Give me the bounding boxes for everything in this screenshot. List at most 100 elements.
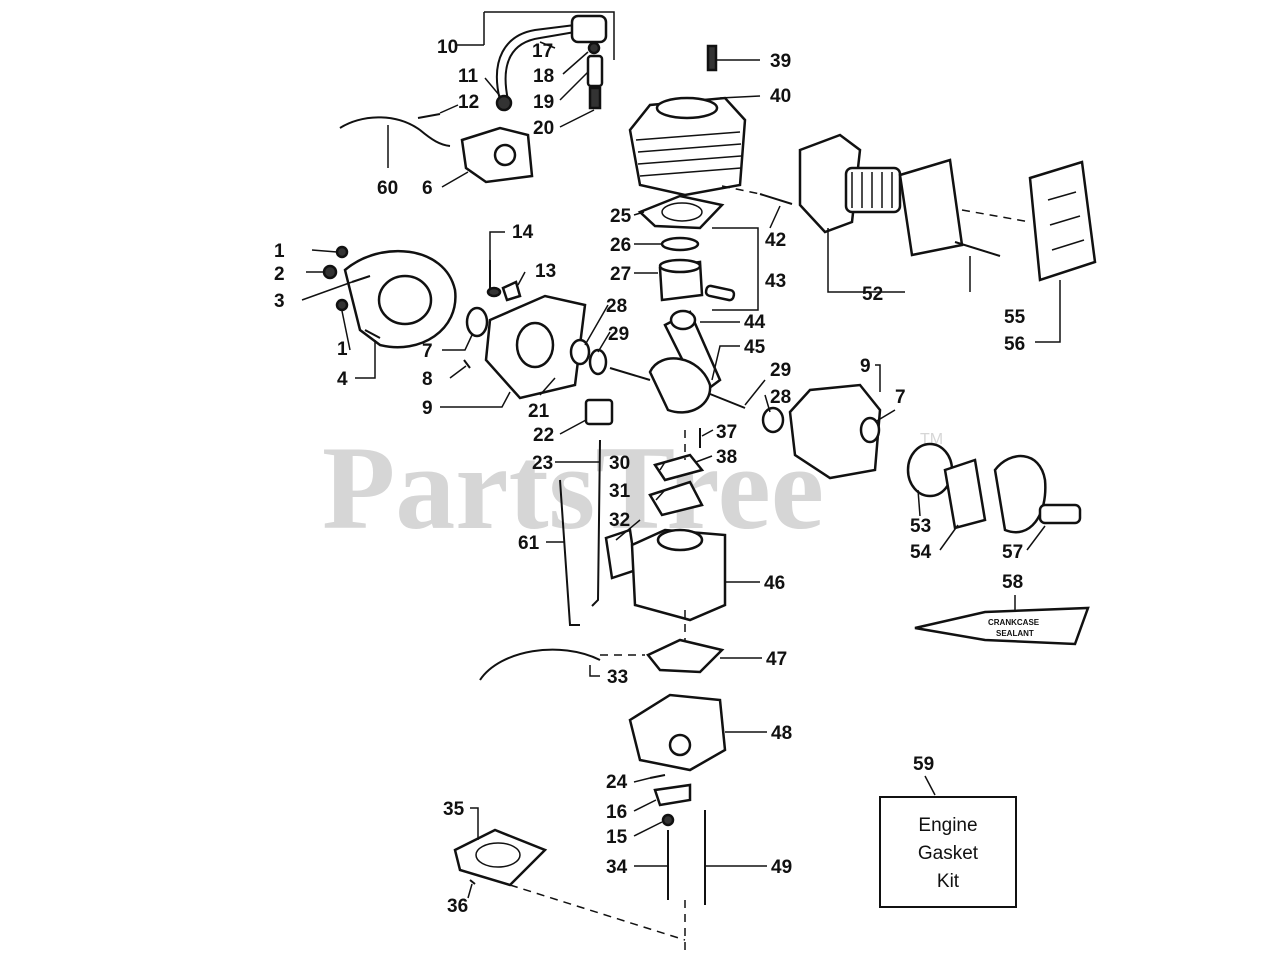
screw-39 xyxy=(706,44,718,72)
callout-36: 36 xyxy=(447,896,468,917)
part-24 xyxy=(649,774,666,779)
gasket-kit-line1: Engine xyxy=(918,815,977,836)
callout-61: 61 xyxy=(518,533,540,554)
callout-15: 15 xyxy=(606,827,628,848)
part-16 xyxy=(653,783,692,807)
crankcase-half-right xyxy=(788,383,882,480)
callout-37: 37 xyxy=(716,422,737,443)
callout-43: 43 xyxy=(765,271,786,292)
gasket-kit-line2: Gasket xyxy=(918,843,979,864)
callout-56: 56 xyxy=(1004,334,1025,355)
gasket-35 xyxy=(453,828,548,887)
air-filter-element xyxy=(898,158,964,257)
callout-57: 57 xyxy=(1002,542,1023,563)
gasket-kit-frame xyxy=(879,796,1017,908)
fuel-tank-46 xyxy=(630,528,727,622)
callout-4: 4 xyxy=(337,369,348,390)
gasket-25 xyxy=(637,194,725,230)
callout-25: 25 xyxy=(610,206,632,227)
watermark-text: PartsTree xyxy=(322,421,824,554)
callout-55: 55 xyxy=(1004,307,1026,328)
stud-42 xyxy=(759,193,793,205)
carburetor-48 xyxy=(628,693,727,772)
leader-lines xyxy=(301,41,1061,899)
callout-28: 28 xyxy=(606,296,627,317)
piston-ring-26 xyxy=(660,236,700,252)
gasket-47 xyxy=(646,638,725,674)
washer-2 xyxy=(322,264,338,280)
ignition-wire xyxy=(495,24,576,101)
sealant-tube-58 xyxy=(914,606,1090,646)
terminal-11 xyxy=(495,94,513,112)
screw-12 xyxy=(417,113,441,119)
callout-30: 30 xyxy=(609,453,630,474)
callout-13: 13 xyxy=(535,261,556,282)
spark-plug-19 xyxy=(586,54,604,88)
callouts: 10 17 11 18 19 20 12 60 6 39 40 25 26 42… xyxy=(274,37,1026,917)
callout-6: 6 xyxy=(422,178,433,199)
callout-27: 27 xyxy=(610,264,631,285)
callout-53: 53 xyxy=(910,516,931,537)
spark-plug-base xyxy=(588,86,602,110)
bearing-28 xyxy=(569,338,591,366)
callout-9b: 9 xyxy=(860,356,871,377)
gasket-kit-line3: Kit xyxy=(937,871,960,892)
callout-19: 19 xyxy=(533,92,554,113)
callout-29b: 29 xyxy=(770,360,791,381)
callout-47: 47 xyxy=(766,649,787,670)
callout-18: 18 xyxy=(533,66,554,87)
callout-bracket-10 xyxy=(484,11,615,60)
spark-plug-boot xyxy=(570,14,608,44)
callout-42: 42 xyxy=(765,230,786,251)
callout-11: 11 xyxy=(458,66,479,87)
callout-46: 46 xyxy=(764,573,785,594)
callout-59: 59 xyxy=(913,754,934,775)
callout-23: 23 xyxy=(532,453,553,474)
callout-17: 17 xyxy=(532,41,553,62)
callout-49: 49 xyxy=(771,857,792,878)
fuel-line-33 xyxy=(479,648,601,681)
callout-7b: 7 xyxy=(895,387,906,408)
callout-24: 24 xyxy=(606,772,628,793)
clutch-54 xyxy=(943,458,987,530)
bearing-28b xyxy=(761,406,785,434)
callout-32: 32 xyxy=(609,510,630,531)
nut-1 xyxy=(335,245,349,259)
callout-9: 9 xyxy=(422,398,433,419)
callout-54: 54 xyxy=(910,542,932,563)
callout-31: 31 xyxy=(609,481,631,502)
nut-1b xyxy=(335,298,349,312)
plate-30 xyxy=(653,453,705,482)
screw-36 xyxy=(469,879,476,885)
callout-10: 10 xyxy=(437,37,458,58)
part-15 xyxy=(661,813,675,827)
callout-28b: 28 xyxy=(770,387,791,408)
clutch-drum-57 xyxy=(993,454,1047,534)
ground-wire-60 xyxy=(339,116,451,147)
callout-58: 58 xyxy=(1002,572,1023,593)
callout-20: 20 xyxy=(533,118,554,139)
stud-4 xyxy=(364,329,381,339)
callout-1b: 1 xyxy=(337,339,348,360)
callout-14: 14 xyxy=(512,222,534,243)
callout-21: 21 xyxy=(528,401,550,422)
air-filter-screen-52 xyxy=(844,166,902,214)
block-22 xyxy=(584,398,614,426)
callout-22: 22 xyxy=(533,425,554,446)
callout-8: 8 xyxy=(422,369,433,390)
screw-14 xyxy=(486,286,502,298)
callout-48: 48 xyxy=(771,723,792,744)
callout-52: 52 xyxy=(862,284,883,305)
throttle-rod-61 xyxy=(559,479,580,626)
seal-7b xyxy=(859,416,881,444)
callout-3: 3 xyxy=(274,291,285,312)
callout-38: 38 xyxy=(716,447,737,468)
callout-2: 2 xyxy=(274,264,285,285)
parts-artwork: CRANKCASE SEALANT xyxy=(322,11,1097,950)
choke-rod-23 xyxy=(591,439,601,607)
ignition-wire-inner xyxy=(504,31,576,101)
reed-31 xyxy=(648,480,704,517)
callout-35: 35 xyxy=(443,799,465,820)
callout-34: 34 xyxy=(606,857,628,878)
